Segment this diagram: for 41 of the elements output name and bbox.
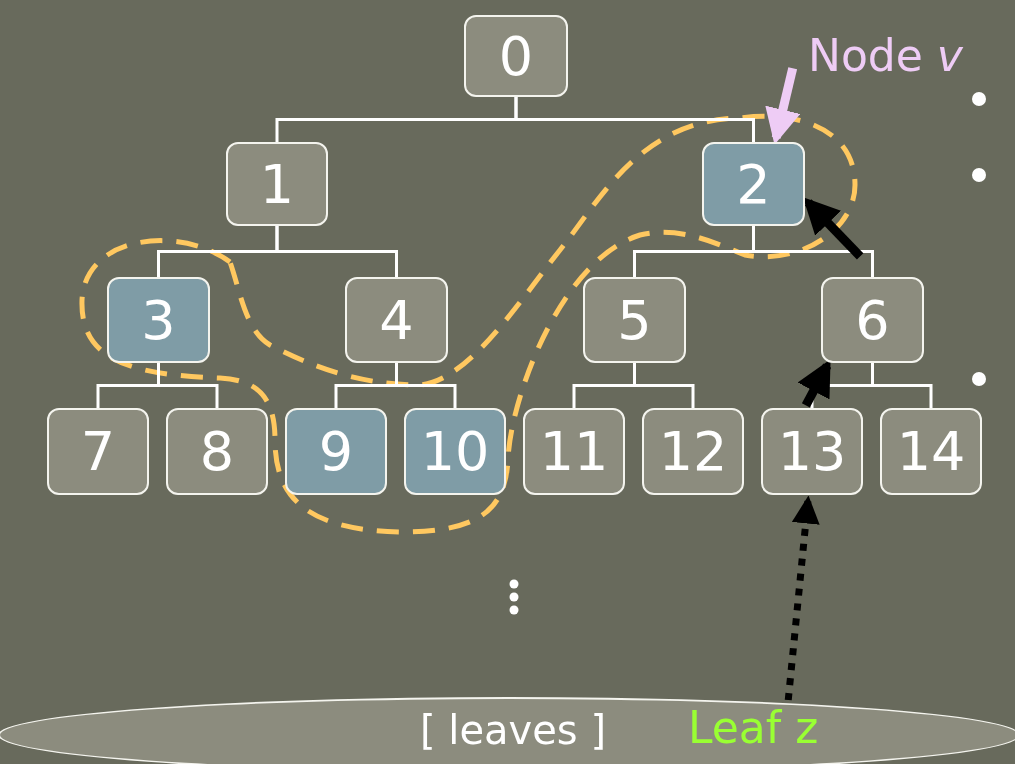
tree-node-box (821, 277, 924, 363)
arrow (803, 197, 864, 260)
node-number: 12 (658, 420, 728, 483)
node-number: 6 (855, 288, 890, 352)
leaves-ellipse (0, 697, 1015, 764)
tree-node-box (583, 277, 686, 363)
node-number: 4 (379, 288, 414, 352)
ellipse-label: [ leaves ] (420, 707, 606, 753)
arrow (797, 359, 832, 408)
node-number: 8 (199, 420, 235, 483)
node-number: 2 (736, 152, 771, 216)
tree-node-box (761, 408, 863, 495)
tree-node-box (226, 142, 328, 226)
node-number: 3 (141, 288, 176, 352)
tree-node-box (642, 408, 744, 495)
node-number: 11 (539, 420, 609, 483)
node-number: 7 (80, 420, 116, 483)
tree-node-box (404, 408, 506, 495)
text-label: Node v (808, 30, 978, 88)
tree-node-box (464, 15, 568, 97)
tree-node-box (107, 277, 210, 363)
node-number: 1 (259, 152, 295, 216)
arrow (765, 67, 801, 145)
tree-branch (514, 97, 755, 142)
node-number: 9 (318, 420, 354, 483)
tree-node-box (523, 408, 625, 495)
dotted-arrow (784, 495, 820, 701)
node-number: 14 (896, 420, 966, 483)
node-number: 13 (777, 420, 847, 483)
tree-node-box (166, 408, 268, 495)
text-label: Leaf z (688, 702, 830, 756)
tree-node-box (285, 408, 387, 495)
node-number: 5 (617, 288, 652, 352)
node-number: 10 (420, 420, 490, 483)
tree-branch (752, 226, 874, 277)
tree-node-box (47, 408, 149, 495)
tree-node-box (880, 408, 982, 495)
node-number: 0 (498, 24, 534, 88)
tree-node-box (345, 277, 448, 363)
tree-node-box (702, 142, 805, 226)
tree-branch (275, 226, 398, 277)
